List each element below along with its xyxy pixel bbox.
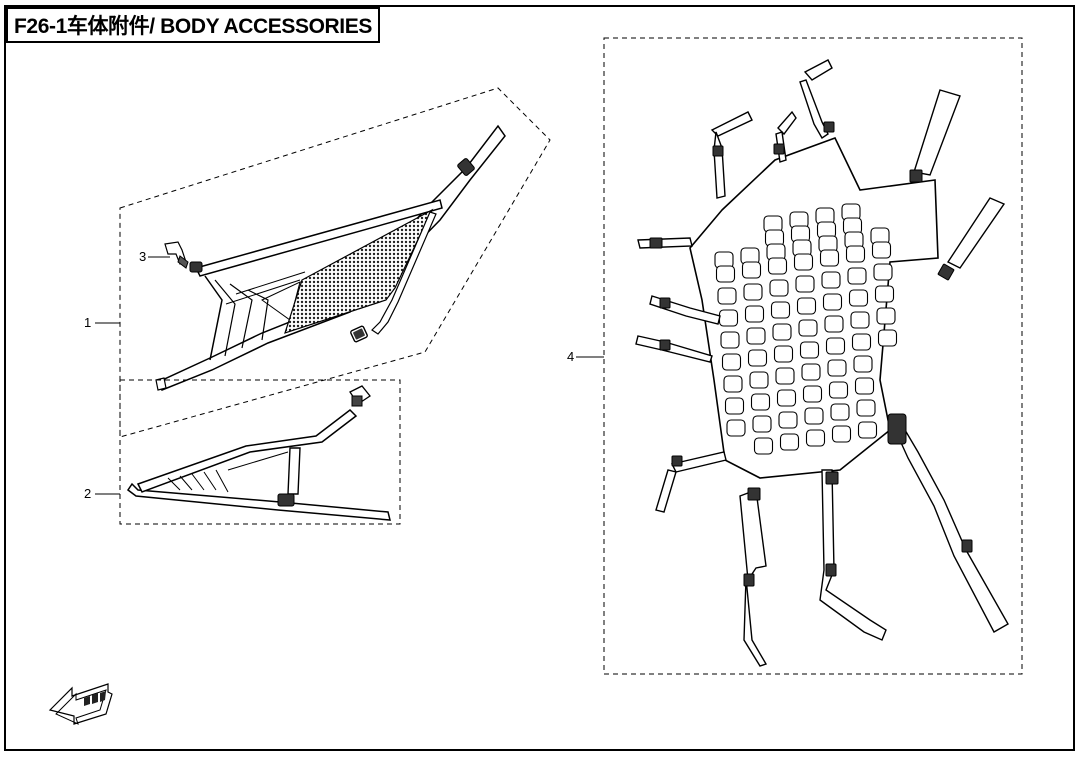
net-cell (796, 297, 817, 315)
net-cell (853, 355, 873, 373)
net-cell (825, 337, 846, 355)
net-cell (770, 301, 791, 319)
net-cell (724, 397, 745, 415)
net-cell (822, 293, 843, 311)
part-2-boundary (119, 379, 401, 525)
callout-4: 4 (567, 349, 575, 364)
diagram-border (4, 5, 1075, 751)
net-cell (827, 359, 847, 377)
net-cell (824, 315, 844, 333)
part-4-boundary (603, 37, 1023, 675)
net-cell (753, 437, 774, 455)
net-cell (802, 385, 823, 403)
cargo-net-mesh-cells (714, 203, 898, 455)
net-cell (828, 381, 849, 399)
net-cell (799, 341, 820, 359)
page-title: F26-1车体附件/ BODY ACCESSORIES (6, 7, 380, 43)
net-cell (793, 253, 814, 271)
net-cell (743, 283, 763, 301)
net-cell (721, 353, 742, 371)
net-cell (798, 319, 818, 337)
net-cell (776, 389, 797, 407)
net-cell (877, 329, 898, 347)
net-cell (772, 323, 792, 341)
net-cell (831, 425, 852, 443)
net-cell (847, 267, 867, 285)
net-cell (845, 245, 866, 263)
callout-2: 2 (84, 486, 92, 501)
net-cell (726, 419, 746, 437)
net-cell (752, 415, 772, 433)
part-2-side-strap (119, 379, 401, 525)
net-cell (795, 275, 815, 293)
net-cell (830, 403, 850, 421)
net-cell (720, 331, 740, 349)
net-cell (723, 375, 743, 393)
net-cell (873, 263, 893, 281)
net-cell (750, 393, 771, 411)
net-cell (851, 333, 872, 351)
net-cell (744, 305, 765, 323)
part-4-cargo-net (603, 37, 1023, 675)
net-cell (856, 399, 876, 417)
net-cell (747, 349, 768, 367)
net-cell (854, 377, 875, 395)
net-cell (876, 307, 896, 325)
net-cell (746, 327, 766, 345)
front-direction-arrow-icon (48, 683, 113, 725)
net-cell (850, 311, 870, 329)
page-title-text: F26-1车体附件/ BODY ACCESSORIES (14, 15, 372, 38)
net-cell (874, 285, 895, 303)
net-cell (821, 271, 841, 289)
net-cell (857, 421, 878, 439)
net-cell (779, 433, 800, 451)
net-cell (801, 363, 821, 381)
leader-lines (95, 256, 604, 495)
net-cell (773, 345, 794, 363)
net-cell (848, 289, 869, 307)
net-cell (718, 309, 739, 327)
net-cell (717, 287, 737, 305)
callout-3: 3 (139, 249, 147, 264)
net-cell (749, 371, 769, 389)
callout-1: 1 (84, 315, 92, 330)
net-cell (804, 407, 824, 425)
net-cell (715, 265, 736, 283)
part-1-mesh-panel (284, 208, 434, 334)
part-1-side-net (119, 87, 551, 438)
net-cell (871, 241, 892, 259)
net-cell (819, 249, 840, 267)
part-3-clip (164, 241, 189, 269)
net-cell (741, 261, 762, 279)
net-cell (805, 429, 826, 447)
net-cell (769, 279, 789, 297)
net-cell (767, 257, 788, 275)
net-cell (778, 411, 798, 429)
net-cell (775, 367, 795, 385)
